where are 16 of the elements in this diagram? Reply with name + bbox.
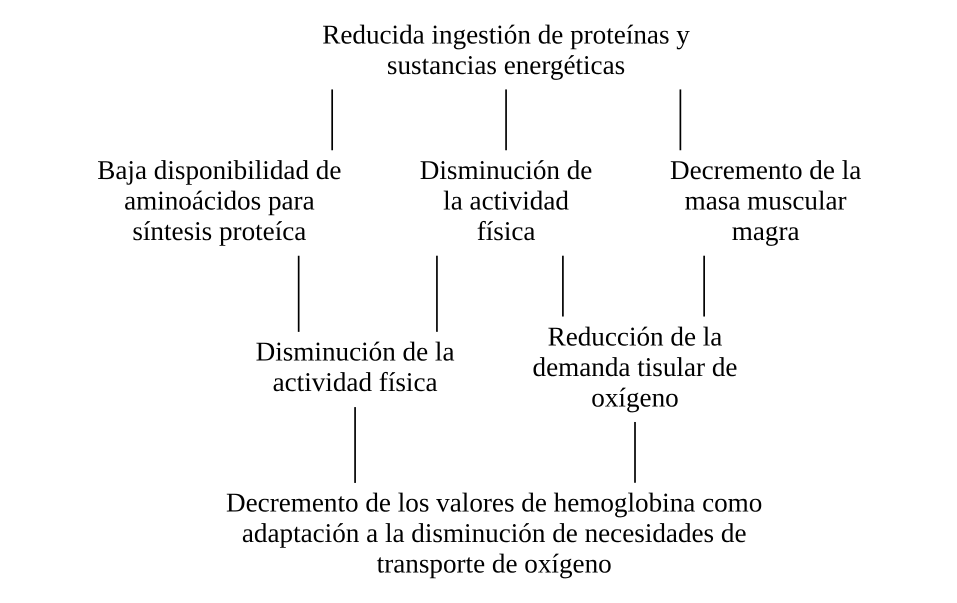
node-text: Disminución de la actividad física bbox=[256, 336, 455, 398]
connector bbox=[298, 256, 300, 332]
connector bbox=[436, 256, 438, 332]
node-text: Reducida ingestión de proteínas y sustancias energéticas bbox=[322, 19, 690, 80]
node-text: Baja disponibilidad de aminoácidos para síntesis proteíca bbox=[97, 155, 342, 246]
connector bbox=[680, 89, 682, 150]
node-text: Decremento de la masa muscular magra bbox=[670, 155, 862, 246]
connector bbox=[634, 422, 636, 483]
node-text: Decremento de los valores de hemoglobina como adaptación a la disminución de necesidades de transporte de oxígeno bbox=[226, 488, 762, 579]
connector bbox=[562, 256, 564, 317]
connector bbox=[331, 89, 334, 150]
node-text: Disminución de la actividad física bbox=[420, 155, 592, 246]
connector bbox=[703, 256, 705, 317]
connector bbox=[505, 89, 507, 150]
node-text: Reducción de la demanda tisular de oxígeno bbox=[532, 321, 738, 412]
connector bbox=[354, 407, 356, 483]
